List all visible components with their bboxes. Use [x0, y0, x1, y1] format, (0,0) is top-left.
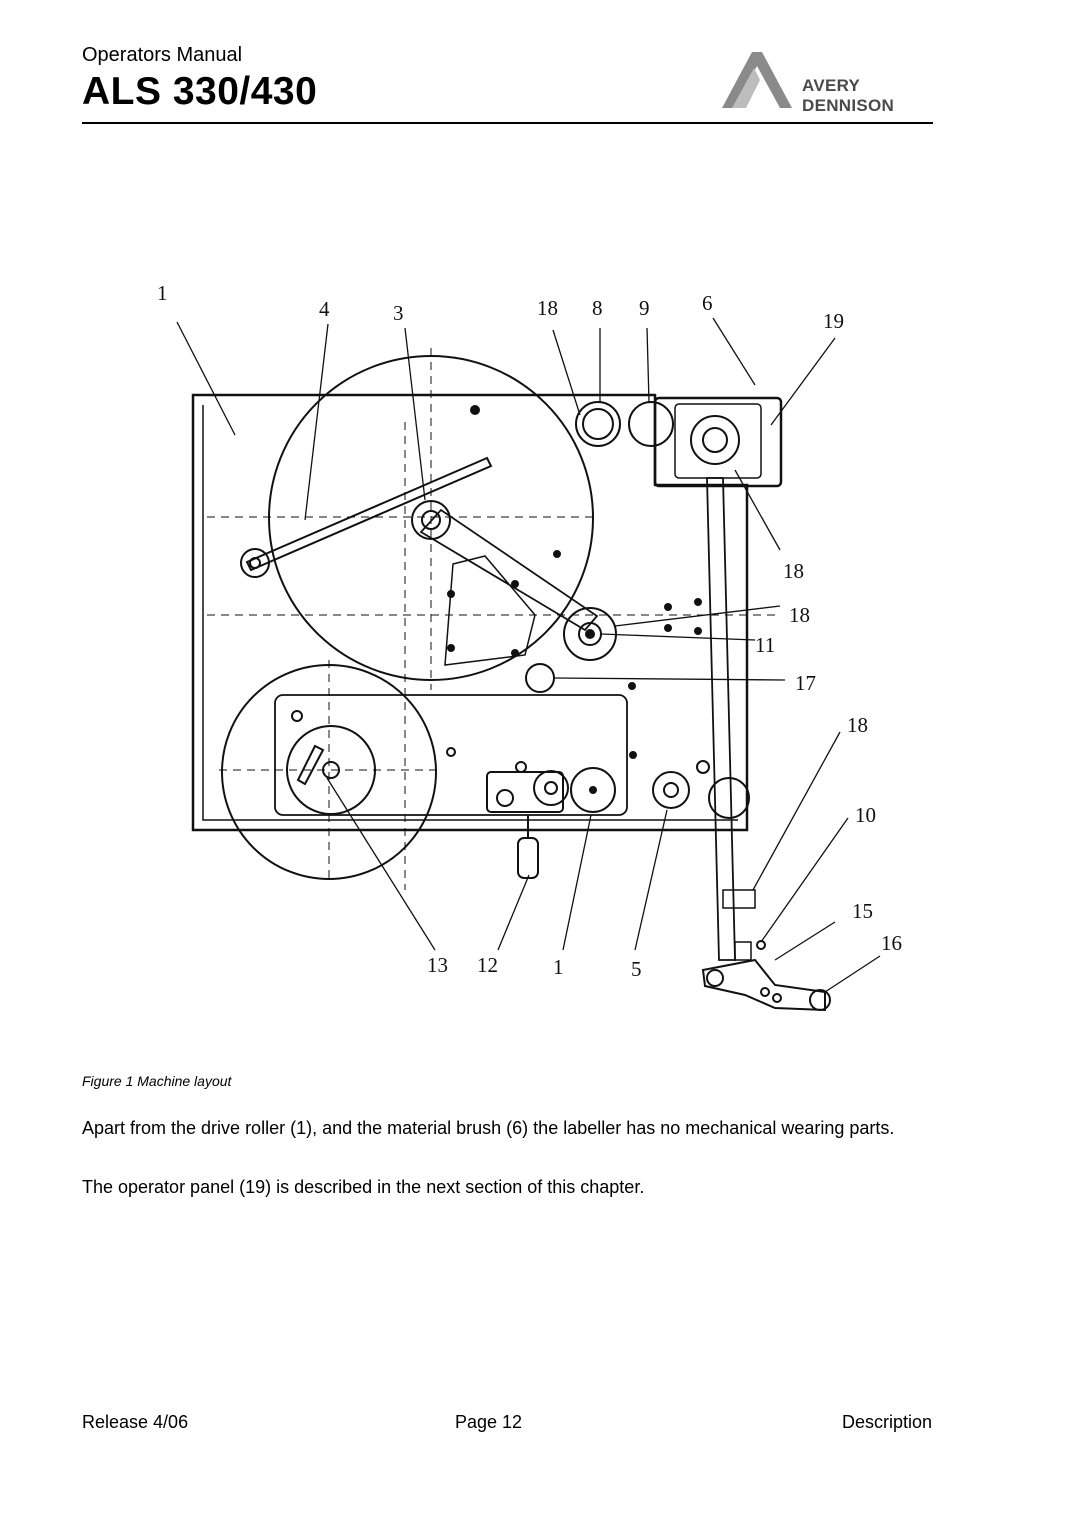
callout-15: 15	[852, 899, 873, 923]
callout-1-bottom: 1	[553, 955, 564, 979]
callout-9: 9	[639, 296, 650, 320]
lower-panel	[274, 694, 628, 816]
frame-inner-edge	[202, 405, 738, 821]
rewind-hub	[286, 725, 376, 815]
dancer-arm	[245, 456, 493, 572]
callout-16: 16	[881, 931, 902, 955]
operator-panel	[653, 396, 783, 488]
callout-13: 13	[427, 953, 448, 977]
logo-line2: DENNISON	[802, 96, 895, 115]
company-logo: AVERY DENNISON	[718, 46, 933, 116]
roller-5	[652, 771, 690, 809]
body-paragraph-1: Apart from the drive roller (1), and the…	[82, 1118, 895, 1138]
header-rule	[82, 122, 933, 124]
callout-4: 4	[319, 297, 330, 321]
callout-3: 3	[393, 301, 404, 325]
footer-release: Release 4/06	[82, 1412, 189, 1432]
footer-page: Page 12	[455, 1412, 523, 1432]
slot-plate	[444, 555, 536, 666]
centre-lines	[207, 348, 775, 890]
figure-caption: Figure 1 Machine layout	[82, 1073, 232, 1089]
release-handle	[517, 837, 539, 879]
machine-diagram: 1 4 3 18 8 9 6 19 18 18 11 17 18 10 15 1…	[157, 281, 902, 1012]
avery-dennison-logo-icon	[722, 52, 792, 108]
roller-9	[628, 401, 674, 447]
beam-roller	[708, 777, 750, 819]
callout-12: 12	[477, 953, 498, 977]
machine-frame	[191, 393, 749, 832]
callout-18-top: 18	[537, 296, 558, 320]
fixing-pins	[447, 405, 702, 759]
callout-18-c: 18	[847, 713, 868, 737]
callout-18-a: 18	[783, 559, 804, 583]
machine-layout-drawing: 1 4 3 18 8 9 6 19 18 18 11 17 18 10 15 1…	[135, 270, 985, 1050]
nip-bracket	[486, 771, 564, 813]
pressure-roller	[533, 770, 569, 806]
callout-6: 6	[702, 291, 713, 315]
callout-18-b: 18	[789, 603, 810, 627]
callout-19: 19	[823, 309, 844, 333]
callout-11: 11	[755, 633, 775, 657]
header-subtitle: Operators Manual	[82, 44, 243, 66]
callout-17: 17	[795, 671, 816, 695]
logo-line1: AVERY	[802, 76, 861, 95]
callout-8: 8	[592, 296, 603, 320]
footer-section: Description	[841, 1412, 932, 1432]
roller-17	[525, 663, 555, 693]
peel-roller	[809, 989, 831, 1011]
guide-arm	[419, 508, 599, 632]
applicator-foot	[701, 958, 826, 1012]
callout-10: 10	[855, 803, 876, 827]
body-paragraph-2: The operator panel (19) is described in …	[82, 1177, 645, 1197]
leader-lines	[176, 317, 881, 993]
applicator-beam	[706, 477, 736, 961]
header-title: ALS 330/430	[82, 70, 318, 113]
callout-1-top: 1	[157, 281, 168, 305]
callout-5: 5	[631, 957, 642, 981]
dancer-roller	[240, 548, 270, 578]
roller-18-top	[575, 401, 621, 447]
drive-roller	[570, 767, 616, 813]
